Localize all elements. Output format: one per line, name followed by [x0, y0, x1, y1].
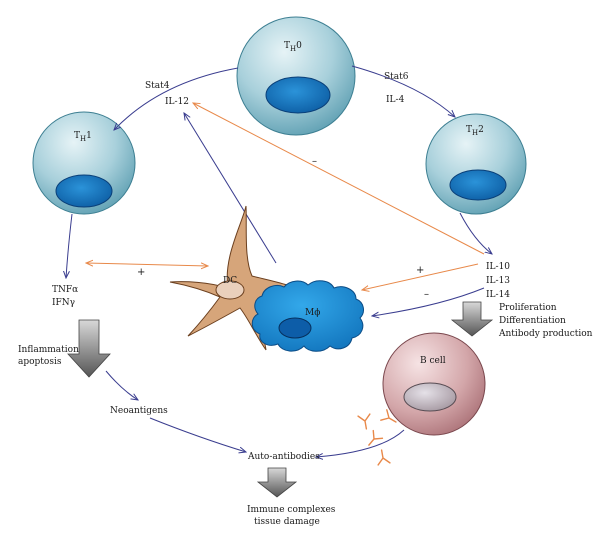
label-neoantigens: Neoantigens	[110, 406, 168, 416]
label-differentiation: Differentiation	[499, 316, 566, 326]
th1-cell: TH1	[32, 111, 136, 215]
big-arrow-bcell	[450, 301, 494, 337]
label-il10: IL-10	[486, 262, 510, 272]
label-antibody-production: Antibody production	[498, 329, 593, 339]
macrophage-label: Mϕ	[305, 308, 320, 318]
th2-cell: TH2	[425, 113, 527, 215]
arrow-inflammation-to-neoantigens	[105, 370, 138, 400]
th0-label: TH0	[284, 41, 302, 53]
arrow-il-to-macrophage	[372, 287, 485, 316]
macrophage: Mϕ	[251, 280, 364, 352]
sign-plus-right: +	[416, 265, 424, 276]
th2-nucleus	[449, 169, 507, 201]
bcell-label: B cell	[420, 356, 446, 366]
label-tissue-damage: tissue damage	[254, 517, 320, 527]
bcell-nucleus	[403, 382, 457, 412]
arrow-il-to-macrophage-orange	[362, 263, 479, 290]
antibodies	[357, 409, 397, 466]
sign-minus-right: –	[424, 289, 429, 300]
th1-nucleus	[55, 174, 113, 208]
arrow-neoantigens-to-autoantibodies	[149, 417, 246, 452]
label-apoptosis: apoptosis	[18, 357, 62, 367]
label-il12: IL-12	[165, 97, 189, 107]
macrophage-nucleus	[278, 317, 312, 339]
label-il13: IL-13	[486, 276, 510, 286]
arrow-th2-down	[459, 212, 492, 254]
dc-nucleus	[215, 280, 245, 300]
arrow-tnf-dc-bidirectional	[86, 263, 208, 266]
label-ifn: IFNγ	[52, 298, 75, 308]
label-il14: IL-14	[486, 290, 510, 300]
label-il4: IL-4	[386, 95, 405, 105]
arrow-il10-to-il12-inhibit	[193, 103, 485, 255]
b-cell: B cell	[382, 332, 486, 436]
arrow-dc-to-il12	[184, 113, 277, 264]
big-arrow-inflammation	[67, 319, 111, 378]
label-stat4: Stat4	[145, 81, 170, 91]
antibody-icon	[368, 429, 384, 446]
antibody-icon	[357, 413, 371, 430]
arrow-th1-down	[66, 213, 73, 278]
sign-plus-left: +	[137, 267, 145, 278]
antibody-icon	[377, 449, 391, 466]
dendritic-cell: DC	[169, 205, 309, 351]
sign-minus-top: –	[312, 156, 317, 167]
th2-label: TH2	[466, 125, 484, 137]
label-immune-complexes: Immune complexes	[247, 505, 336, 515]
label-stat6: Stat6	[384, 72, 409, 82]
big-arrow-damage	[256, 467, 298, 498]
label-inflammation: Inflammation	[18, 345, 79, 355]
label-proliferation: Proliferation	[499, 303, 557, 313]
arrow-th0-to-th2	[351, 65, 455, 117]
th0-cell: TH0	[236, 16, 356, 136]
arrow-bcell-to-autoantibodies	[316, 429, 405, 457]
label-tnf: TNFα	[52, 285, 78, 295]
label-autoantibodies: Auto-antibodies	[247, 452, 320, 462]
th0-nucleus	[265, 76, 331, 114]
dc-label: DC	[223, 276, 237, 286]
antibody-icon	[380, 409, 397, 423]
arrow-th0-to-th1	[114, 67, 239, 130]
th1-label: TH1	[74, 131, 92, 143]
